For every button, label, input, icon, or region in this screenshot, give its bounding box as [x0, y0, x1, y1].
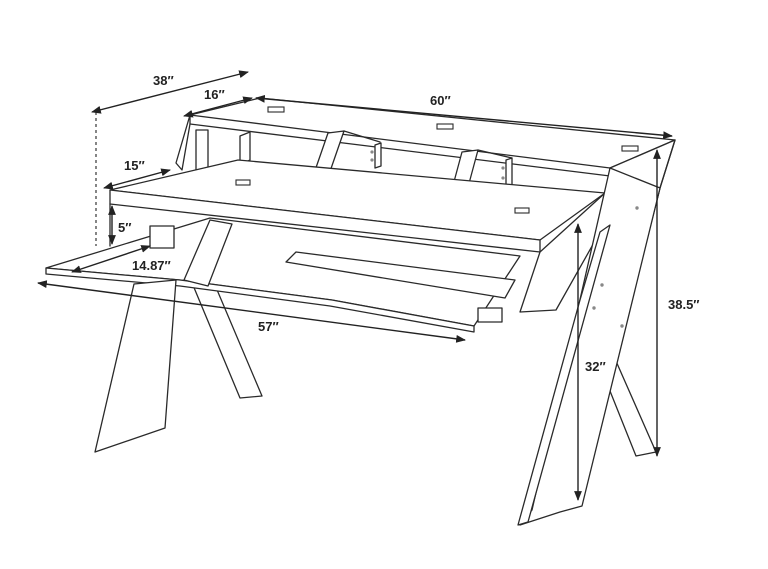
- tray-inner-depth-arrow: [71, 245, 151, 273]
- riser-depth-label: 16″: [204, 87, 225, 102]
- tray-width-label: 57″: [258, 319, 279, 334]
- tray-slide-right: [477, 307, 503, 323]
- tray-inner-depth-label: 14.87″: [132, 258, 171, 273]
- main-desktop: [109, 159, 606, 253]
- tray-width-arrow: [37, 280, 466, 343]
- cable-slot: [621, 145, 639, 152]
- riser-depth-arrow: [183, 96, 253, 118]
- width-arrow: [255, 94, 673, 140]
- riser-divider-left: [195, 129, 251, 173]
- right-side-panel: [519, 139, 676, 526]
- width-label: 60″: [430, 93, 451, 108]
- tray-depth-label: 15″: [124, 158, 145, 173]
- cable-slot: [436, 123, 454, 130]
- tray-drop-label: 5″: [118, 220, 131, 235]
- cable-slot: [267, 106, 285, 113]
- front-right-leg: [517, 224, 611, 526]
- grommet: [514, 207, 530, 214]
- depth-arrow: [91, 70, 249, 114]
- desk-height-label: 32″: [585, 359, 606, 374]
- depth-label: 38″: [153, 73, 174, 88]
- total-height-label: 38.5″: [668, 297, 700, 312]
- grommet: [235, 179, 251, 186]
- tray-slide-left: [149, 225, 175, 249]
- tray-depth-arrow: [103, 168, 171, 190]
